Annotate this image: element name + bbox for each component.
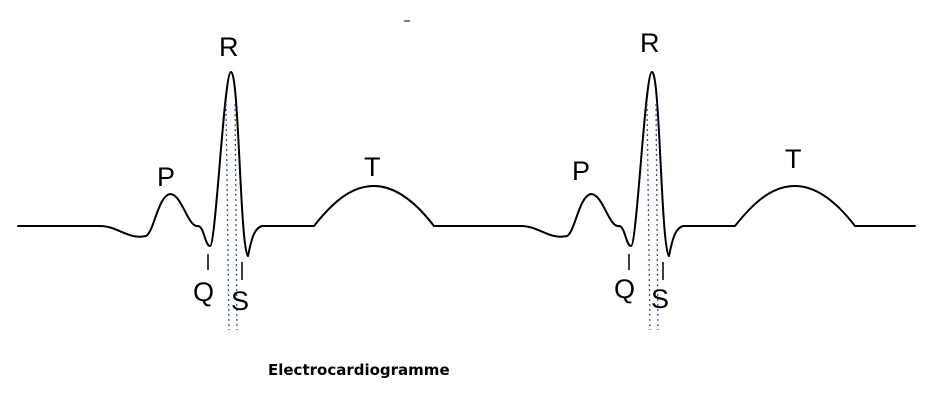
q-wave-label: Q xyxy=(193,277,214,307)
t-wave-label: T xyxy=(785,144,802,174)
beat-1-markers xyxy=(207,103,243,331)
r-dotted-guide xyxy=(225,103,230,331)
beat-2-markers xyxy=(628,103,664,331)
r-wave-label: R xyxy=(219,32,239,62)
figure-caption: Electrocardiogramme xyxy=(268,361,450,379)
s-wave-label: S xyxy=(651,284,669,314)
r-dotted-guide xyxy=(646,103,651,331)
q-wave-label: Q xyxy=(614,274,635,304)
p-wave-label: P xyxy=(572,156,590,186)
t-wave-label: T xyxy=(364,152,381,182)
p-wave-label: P xyxy=(157,162,175,192)
s-wave-label: S xyxy=(231,286,249,316)
ecg-trace xyxy=(17,71,916,257)
r-wave-label: R xyxy=(640,28,660,58)
